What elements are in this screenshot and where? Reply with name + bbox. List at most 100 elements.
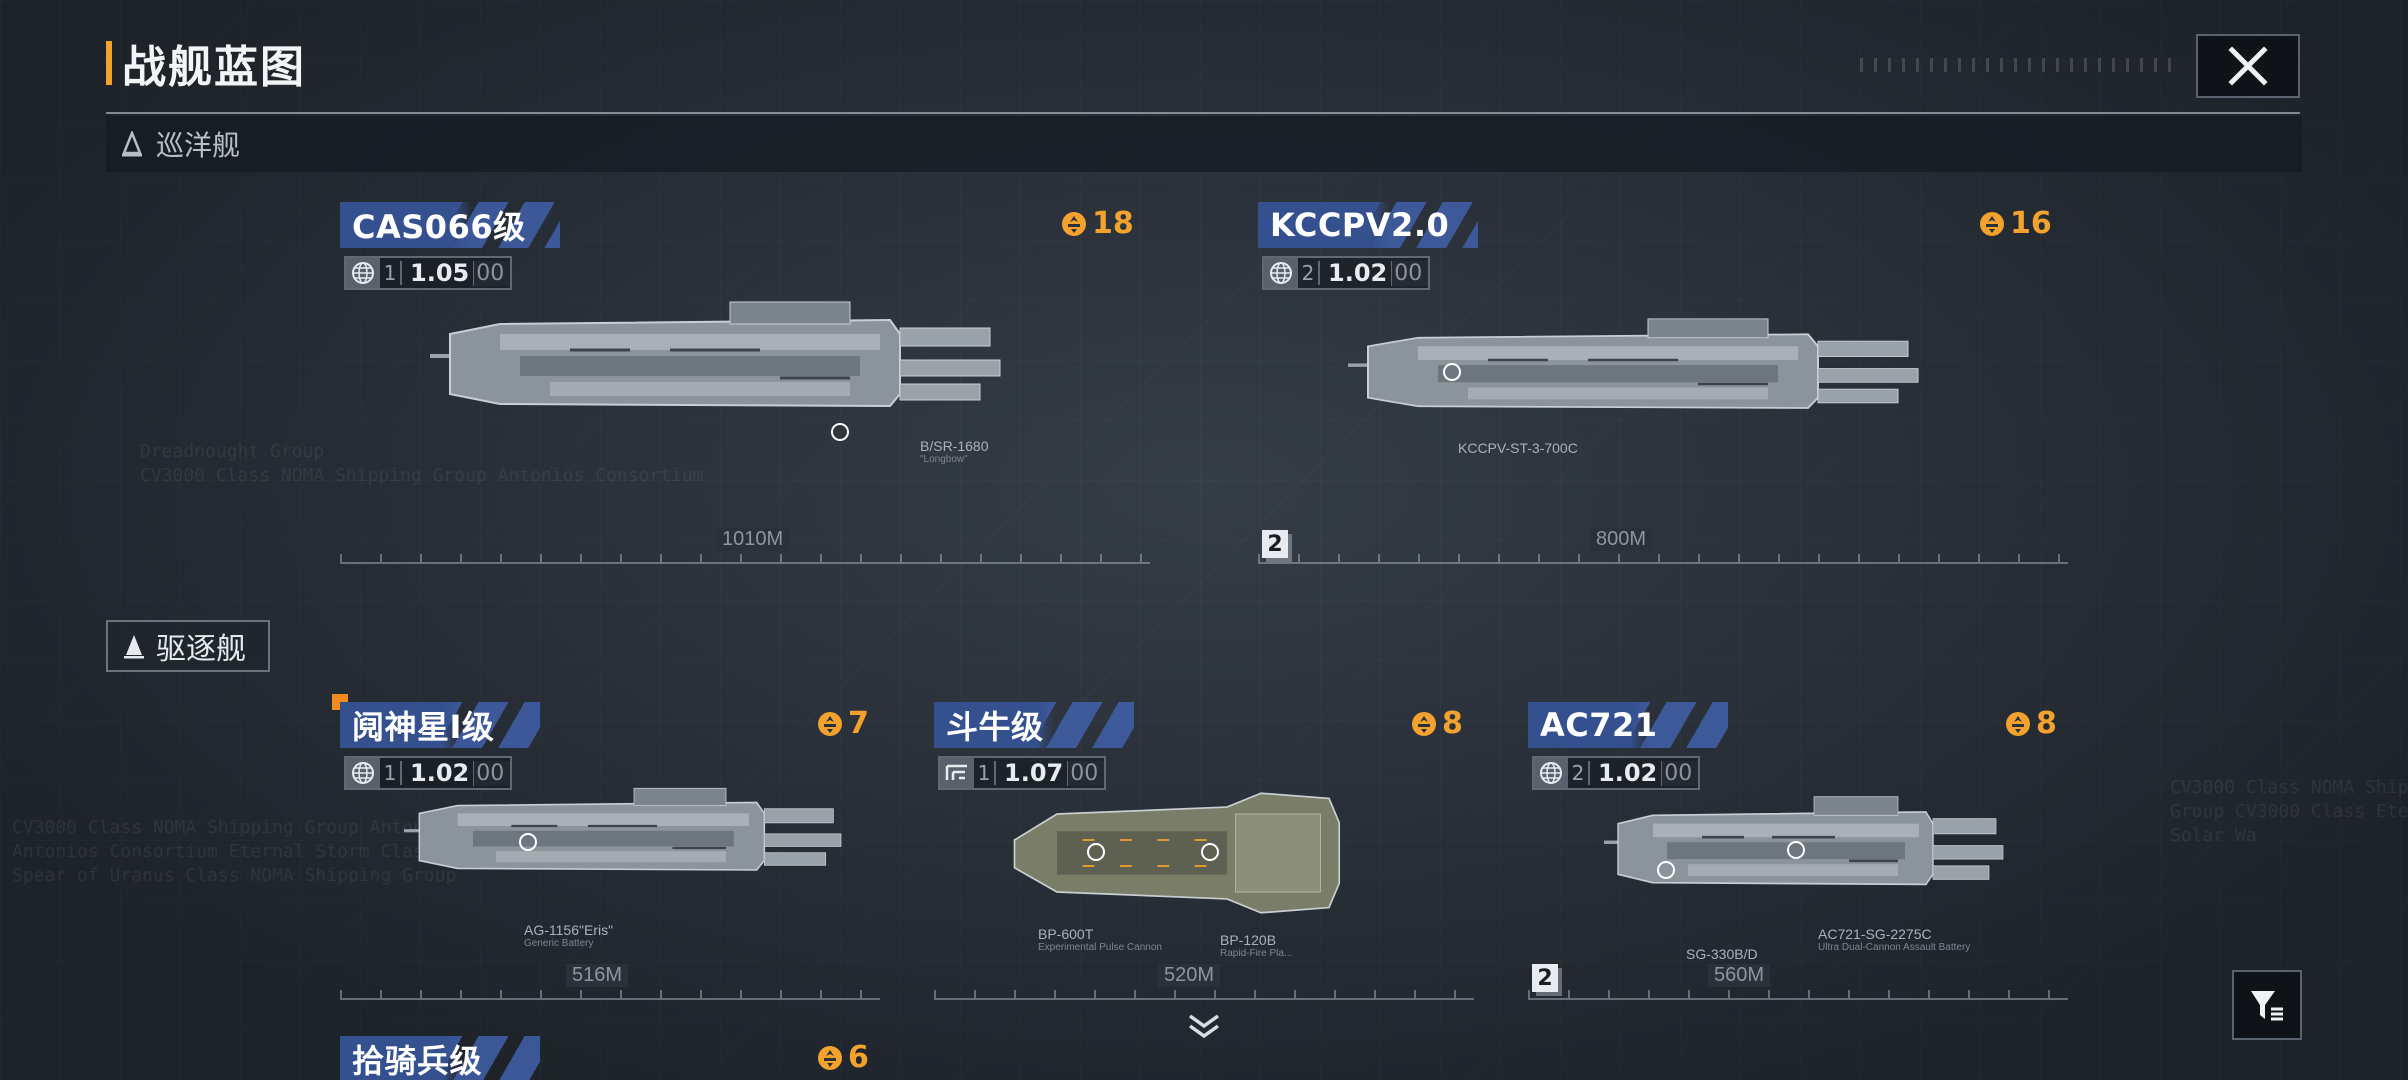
weapon-marker-icon bbox=[1201, 843, 1219, 861]
ship-length: 1010M bbox=[716, 528, 790, 551]
ship-tier: 1 bbox=[380, 261, 402, 285]
ship-card-bull[interactable]: 斗牛级 8 1 1.07 00 BP-600T Experimental Pul… bbox=[934, 702, 1474, 1002]
ship-cost: 7 bbox=[816, 706, 869, 741]
ship-stat-sub: 00 bbox=[1067, 760, 1105, 786]
ship-name-banner: KCCPV2.0 bbox=[1258, 202, 1478, 248]
weapon-callout: SG-330B/D bbox=[1686, 946, 1758, 962]
ship-stat-value: 1.02 bbox=[1328, 259, 1388, 287]
background-watermark: CV3000 Class NOMA Shipping Group Antonio… bbox=[12, 817, 576, 886]
section-label-destroyer: 驱逐舰 bbox=[156, 632, 246, 667]
ship-count-badge: 2 bbox=[1262, 530, 1288, 558]
ship-blueprint-image bbox=[1006, 788, 1346, 918]
ship-count-badge: 2 bbox=[1532, 964, 1558, 992]
ship-name-banner: 阋神星Ⅰ级 bbox=[340, 702, 540, 748]
weapon-callout-sub: Generic Battery bbox=[524, 938, 594, 949]
filter-button[interactable] bbox=[2232, 970, 2302, 1040]
section-header-destroyer[interactable]: 驱逐舰 bbox=[106, 620, 270, 672]
section-header-cruiser[interactable]: 巡洋舰 bbox=[106, 116, 2302, 172]
ship-name-banner: CAS066级 bbox=[340, 202, 560, 248]
ship-cost-value: 18 bbox=[1092, 206, 1134, 241]
ship-stat-sub: 00 bbox=[473, 760, 511, 786]
weapon-callout-label: KCCPV-ST-3-700C bbox=[1458, 440, 1578, 456]
ship-name: AC721 bbox=[1540, 706, 1658, 744]
ship-stat-value: 1.02 bbox=[1598, 759, 1658, 787]
weapon-marker-icon bbox=[1787, 841, 1805, 859]
ship-stat-row: 2 1.02 00 bbox=[1532, 756, 1701, 790]
ship-cost: 18 bbox=[1060, 206, 1134, 241]
globe-icon bbox=[1264, 258, 1298, 288]
ship-blueprint-image bbox=[1348, 312, 1948, 432]
ship-name-banner: 斗牛级 bbox=[934, 702, 1134, 748]
ship-blueprint-image bbox=[1604, 790, 2024, 908]
ship-cost-value: 16 bbox=[2010, 206, 2052, 241]
ship-length: 560M bbox=[1708, 964, 1771, 987]
weapon-callout-sub: "Longbow" bbox=[920, 454, 968, 465]
ship-cost-value: 6 bbox=[848, 1040, 869, 1075]
globe-icon bbox=[346, 758, 380, 788]
weapon-callout-label: AG-1156"Eris" bbox=[524, 922, 614, 938]
faction-icon bbox=[940, 758, 974, 788]
ship-stat-sub: 00 bbox=[1391, 260, 1429, 286]
page-title-text: 战舰蓝图 bbox=[122, 42, 306, 93]
weapon-callout: B/SR-1680 "Longbow" bbox=[920, 438, 988, 465]
weapon-callout: KCCPV-ST-3-700C bbox=[1458, 440, 1578, 456]
weapon-marker-icon bbox=[831, 423, 849, 441]
ship-cost: 6 bbox=[816, 1040, 869, 1075]
ship-card-cas066[interactable]: CAS066级 18 1 1.05 00 B/SR-1680 "Longbow"… bbox=[340, 202, 1150, 572]
command-point-icon bbox=[816, 710, 844, 738]
ship-blueprint-image bbox=[404, 782, 864, 892]
page-title: 战舰蓝图 bbox=[106, 38, 306, 93]
ship-card-ac721[interactable]: AC721 8 2 1.02 00 SG-330B/D AC721-SG-227… bbox=[1528, 702, 2068, 1002]
chevron-double-down-icon[interactable] bbox=[1186, 1012, 1222, 1040]
command-point-icon bbox=[2004, 710, 2032, 738]
command-point-icon bbox=[1410, 710, 1438, 738]
ship-length: 520M bbox=[1158, 964, 1221, 987]
weapon-callout-sub: Experimental Pulse Cannon bbox=[1038, 942, 1162, 953]
ship-card-partial[interactable]: 拾骑兵级 6 bbox=[340, 1036, 880, 1080]
ship-name-banner: AC721 bbox=[1528, 702, 1728, 748]
ship-name: KCCPV2.0 bbox=[1270, 206, 1450, 244]
ship-cost-value: 8 bbox=[2036, 706, 2057, 741]
ship-card-eris[interactable]: 阋神星Ⅰ级 7 1 1.02 00 AG-1156"Eris" Generic … bbox=[340, 702, 880, 1002]
section-label-cruiser: 巡洋舰 bbox=[156, 129, 241, 162]
ship-name: 阋神星Ⅰ级 bbox=[352, 708, 495, 746]
ship-cost: 16 bbox=[1978, 206, 2052, 241]
length-scale bbox=[934, 990, 1474, 1000]
ship-stat-sub: 00 bbox=[1661, 760, 1699, 786]
title-accent-bar bbox=[106, 41, 112, 85]
ship-cost-value: 7 bbox=[848, 706, 869, 741]
ship-blueprint-image bbox=[430, 294, 1030, 434]
close-button[interactable] bbox=[2196, 34, 2300, 98]
weapon-callout: BP-120B Rapid-Fire Pla... bbox=[1220, 932, 1292, 959]
weapon-marker-icon bbox=[519, 833, 537, 851]
weapon-callout-label: B/SR-1680 bbox=[920, 438, 989, 454]
weapon-marker-icon bbox=[1087, 843, 1105, 861]
header-divider bbox=[106, 112, 2300, 114]
ship-name: CAS066级 bbox=[352, 208, 526, 246]
ship-stat-value: 1.02 bbox=[410, 759, 470, 787]
ship-card-kccpv2[interactable]: KCCPV2.0 16 2 1.02 00 KCCPV-ST-3-700C 2 … bbox=[1258, 202, 2068, 572]
weapon-callout-label: BP-120B bbox=[1220, 932, 1277, 948]
background-watermark: Dreadnought Group CV3000 Class NOMA Ship… bbox=[140, 441, 704, 486]
weapon-callout: AC721-SG-2275C Ultra Dual-Cannon Assault… bbox=[1818, 926, 1970, 953]
ship-stat-row: 2 1.02 00 bbox=[1262, 256, 1431, 290]
command-point-icon bbox=[1060, 210, 1088, 238]
globe-icon bbox=[1534, 758, 1568, 788]
length-scale bbox=[1528, 990, 2068, 1000]
ship-name: 拾骑兵级 bbox=[352, 1042, 483, 1080]
weapon-callout-sub: Rapid-Fire Pla... bbox=[1220, 948, 1293, 959]
ship-stat-value: 1.07 bbox=[1004, 759, 1064, 787]
ship-cost: 8 bbox=[2004, 706, 2057, 741]
length-scale bbox=[1258, 554, 2068, 564]
weapon-marker-icon bbox=[1443, 363, 1461, 381]
length-scale bbox=[340, 990, 880, 1000]
ship-length: 516M bbox=[566, 964, 629, 987]
destroyer-class-icon bbox=[124, 635, 144, 659]
weapon-callout: AG-1156"Eris" Generic Battery bbox=[524, 922, 613, 949]
filter-icon bbox=[2251, 991, 2283, 1021]
length-scale bbox=[340, 554, 1150, 564]
ship-stat-row: 1 1.07 00 bbox=[938, 756, 1107, 790]
background-watermark: CV3000 Class NOMA Shipping Group CV3000 … bbox=[2170, 777, 2408, 846]
ship-stat-row: 1 1.02 00 bbox=[344, 756, 513, 790]
cruiser-class-icon bbox=[122, 131, 142, 157]
